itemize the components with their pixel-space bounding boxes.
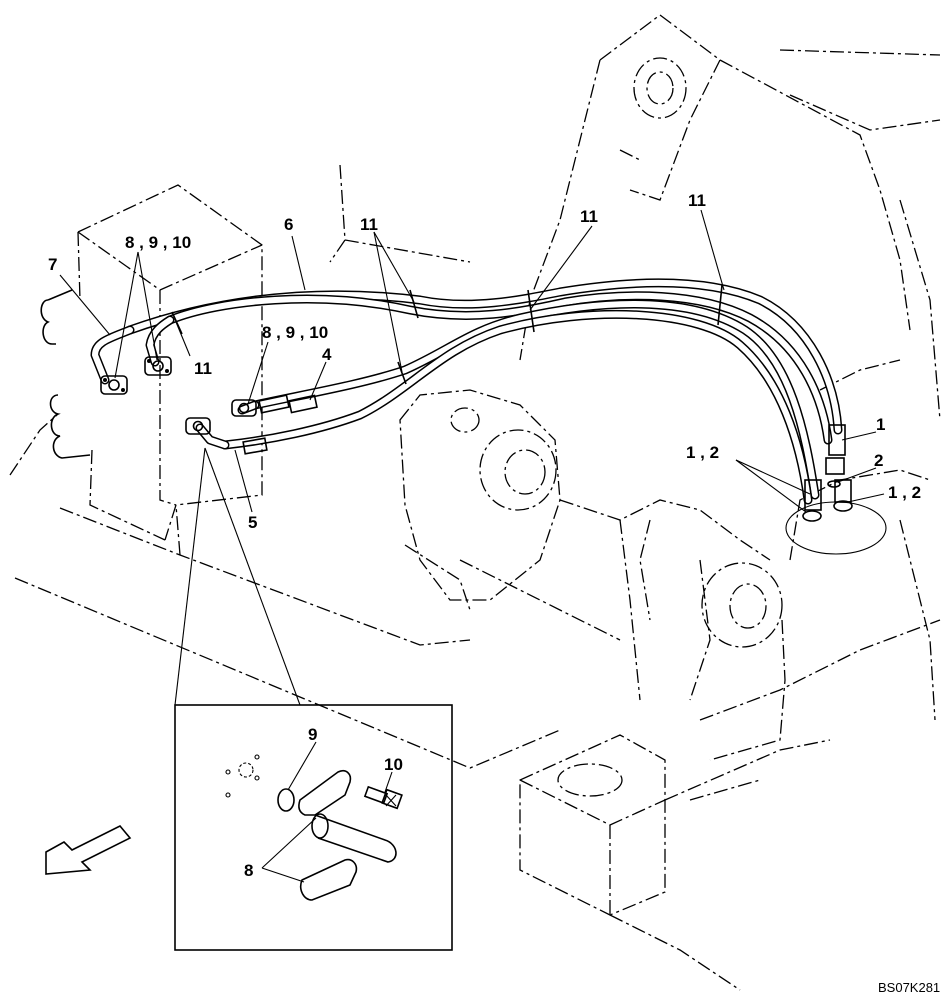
label-2: 2	[874, 451, 883, 470]
bolt-icon	[363, 785, 403, 810]
leader-lines	[59, 209, 885, 513]
label-10-detail: 10	[384, 755, 403, 774]
label-5: 5	[248, 513, 257, 532]
front-direction-arrow-icon	[45, 825, 132, 875]
machine-outline	[14, 14, 941, 991]
label-8-9-10-hose: 8 , 9 , 10	[262, 323, 328, 342]
label-4: 4	[322, 345, 332, 364]
detail-inset	[174, 447, 453, 951]
label-11-mid: 11	[580, 207, 598, 226]
label-11-valve: 11	[194, 359, 212, 378]
label-1-2-left: 1 , 2	[686, 443, 719, 462]
hose-routing	[90, 278, 843, 505]
flange-fittings	[100, 356, 257, 435]
label-8-detail: 8	[244, 861, 253, 880]
label-7: 7	[48, 255, 57, 274]
label-8-9-10-valve: 8 , 9 , 10	[125, 233, 191, 252]
label-1: 1	[876, 415, 885, 434]
label-11-front: 11	[360, 215, 378, 234]
o-ring-icon	[277, 788, 295, 812]
drawing-code: BS07K281	[878, 980, 940, 995]
label-9-detail: 9	[308, 725, 317, 744]
label-11-rear: 11	[688, 191, 706, 210]
label-1-2-right: 1 , 2	[888, 483, 921, 502]
control-valve	[9, 184, 263, 541]
part-labels: 7 8 , 9 , 10 6 11 8 , 9 , 10 4 5 11 11 1…	[48, 191, 940, 995]
swing-post-fittings	[802, 424, 853, 522]
label-6: 6	[284, 215, 293, 234]
